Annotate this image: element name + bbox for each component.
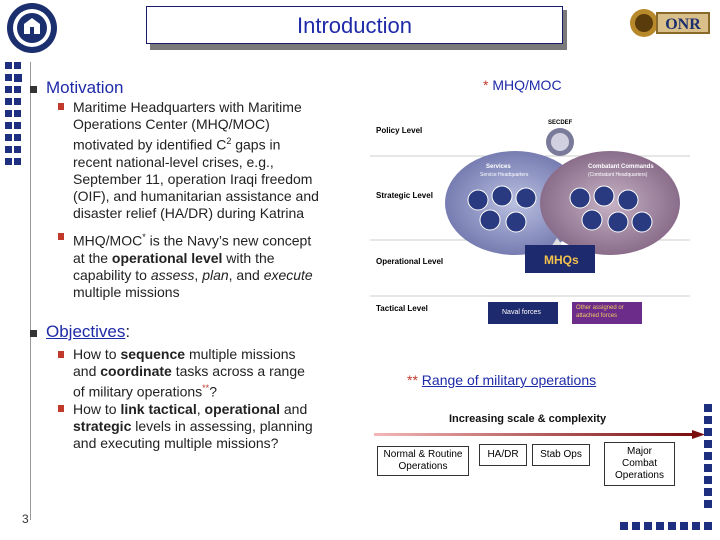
sub-bullet: [58, 233, 64, 240]
combatant-subtitle: (Combatant Headquarters): [588, 172, 648, 178]
level-policy: Policy Level: [376, 126, 423, 135]
motivation-item-1: Maritime Headquarters with Maritime Oper…: [73, 99, 319, 221]
level-operational: Operational Level: [376, 257, 444, 266]
objectives-heading: Objectives:: [46, 322, 131, 341]
services-subtitle: Service Headquarters: [480, 172, 529, 178]
mhqs-label: MHQs: [544, 253, 579, 267]
scale-arrow: [374, 428, 705, 440]
svg-text:ONR: ONR: [665, 16, 701, 33]
sub-bullet: [58, 351, 64, 358]
onr-logo: ONR: [628, 6, 712, 40]
secdef-label: SECDEF: [548, 120, 573, 126]
scale-label: Increasing scale & complexity: [449, 413, 607, 425]
mhq-moc-reference: * MHQ/MOC: [483, 77, 562, 93]
page-number: 3: [22, 512, 29, 526]
naval-forces-label: Naval forces: [502, 309, 541, 316]
objectives-item-1: How to sequence multiple missions and co…: [73, 346, 305, 400]
bullet-square: [30, 86, 37, 93]
university-seal-logo: [6, 0, 58, 56]
other-forces-label: Other assigned or attached forces: [576, 305, 624, 319]
sub-bullet: [58, 103, 64, 110]
rom-box-stabops: Stab Ops: [532, 444, 590, 466]
page-title: Introduction: [146, 6, 563, 44]
level-tactical: Tactical Level: [376, 304, 428, 313]
range-heading: ** Range of military operations: [407, 372, 597, 388]
combatant-title: Combatant Commands: [588, 164, 654, 170]
motivation-heading: Motivation: [46, 78, 124, 97]
left-vertical-rule: [30, 62, 31, 520]
rom-box-hadr: HA/DR: [479, 444, 527, 466]
services-title: Services: [486, 164, 511, 170]
motivation-item-2: MHQ/MOC* is the Navy’s new concept at th…: [73, 232, 313, 300]
sub-bullet: [58, 405, 64, 412]
objectives-item-2: How to link tactical, operational and st…: [73, 401, 313, 451]
bullet-square: [30, 330, 37, 337]
mhq-moc-diagram: Policy Level Strategic Level Operational…: [370, 118, 690, 330]
level-strategic: Strategic Level: [376, 191, 433, 200]
